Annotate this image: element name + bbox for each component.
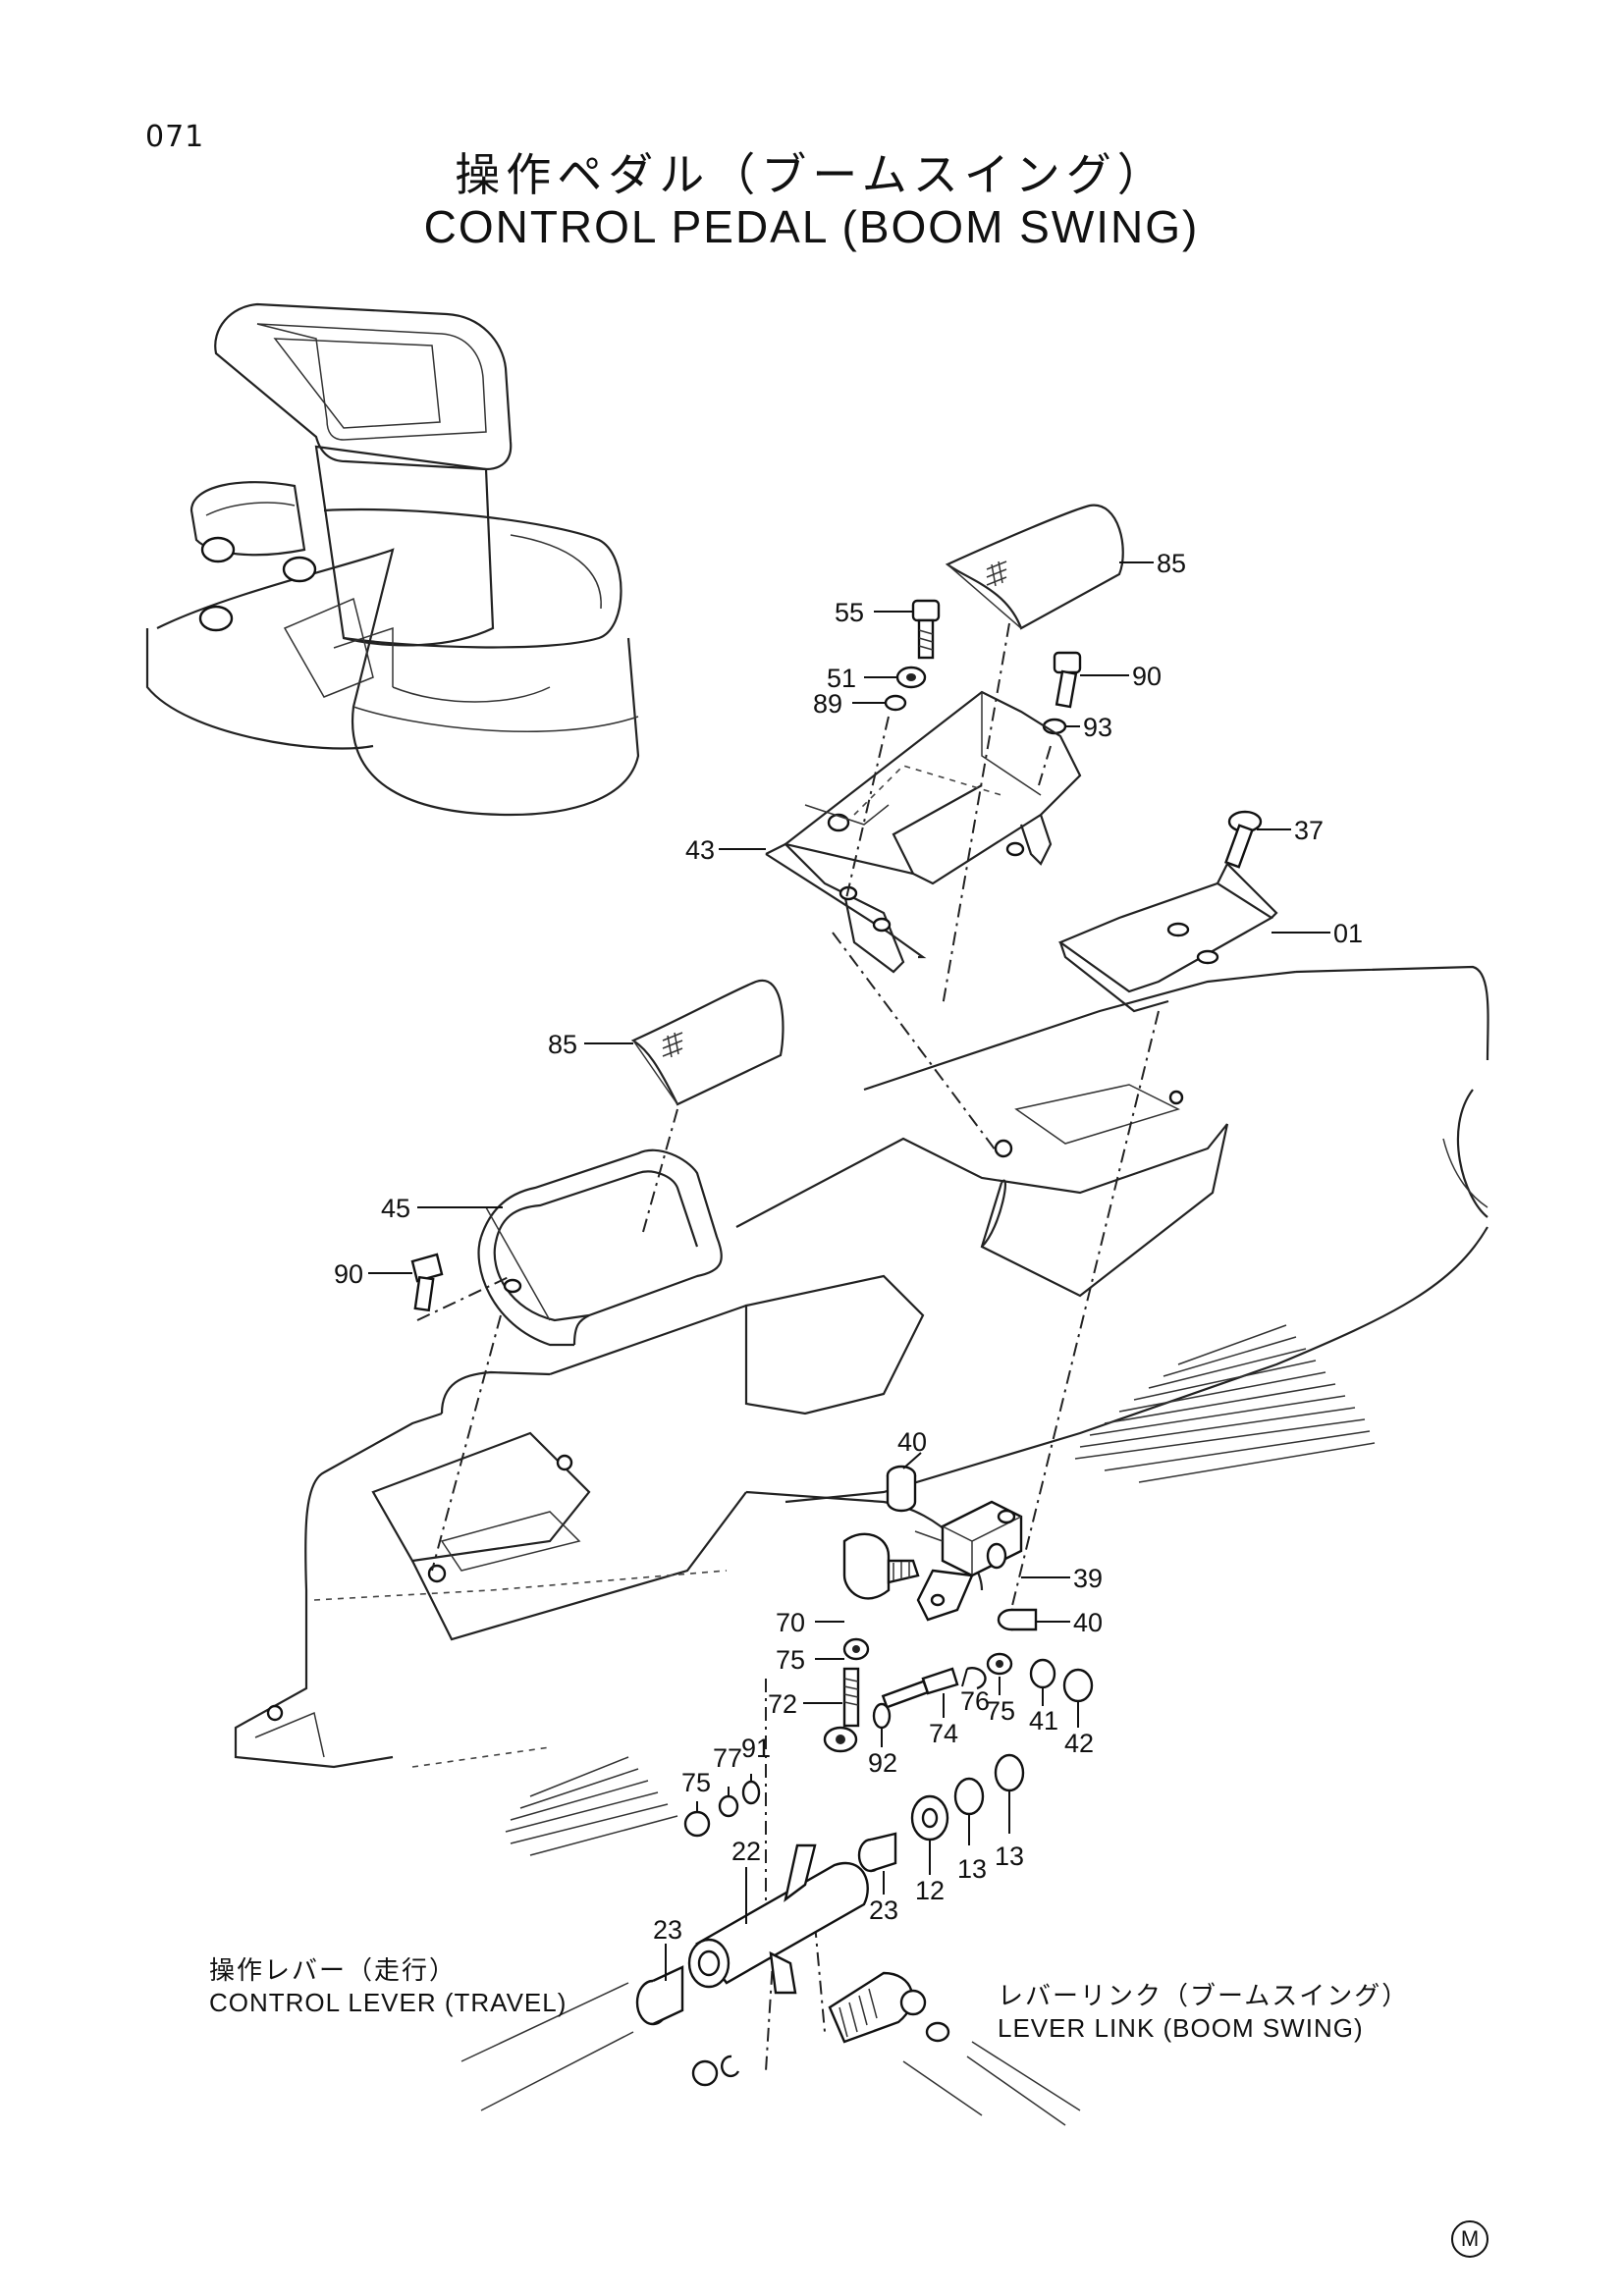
- washer-13-b: [994, 1753, 1025, 1792]
- callout-90-upper: 90: [1132, 662, 1162, 691]
- bushing-23-left: [635, 1965, 684, 2026]
- vent-grille-right: [1074, 1324, 1376, 1483]
- pin-22: [687, 1843, 869, 1995]
- ref-link-en: LEVER LINK (BOOM SWING): [998, 2013, 1364, 2043]
- clip-91: [741, 1780, 761, 1805]
- collar-40-lower: [997, 1608, 1038, 1631]
- bolt-55: [911, 599, 941, 660]
- plate-01: [1057, 862, 1278, 1013]
- washer-92: [872, 1702, 892, 1730]
- callout-51: 51: [827, 664, 856, 693]
- callout-75-upper: 75: [776, 1645, 805, 1675]
- callout-76: 76: [960, 1686, 990, 1716]
- clip-76: [966, 1667, 987, 1690]
- pedal-cover-85-top: [945, 504, 1124, 630]
- nut-washer-bottom: [691, 2055, 740, 2087]
- callout-42: 42: [1064, 1729, 1094, 1758]
- bolt-90-lower: [410, 1253, 444, 1312]
- bushing-23-right: [857, 1832, 897, 1873]
- callout-93: 93: [1083, 713, 1112, 742]
- swivel-70: [842, 1532, 920, 1600]
- nut-51: [895, 666, 927, 689]
- washer-41: [1029, 1658, 1056, 1689]
- vent-grille-left: [505, 1756, 678, 1856]
- title-japanese: 操作ペダル（ブームスイング）: [455, 148, 1168, 201]
- callout-70: 70: [776, 1608, 805, 1637]
- ref-label-lever-link: レバーリンク（ブームスイング） LEVER LINK (BOOM SWING): [998, 1981, 1409, 2044]
- callout-23-left: 23: [653, 1915, 682, 1945]
- washer-13-a: [953, 1777, 985, 1816]
- collar-40-upper: [886, 1465, 917, 1513]
- callout-89: 89: [813, 689, 842, 719]
- travel-lever-outline: [460, 1982, 983, 2116]
- lever-link-end: [828, 1971, 1081, 2126]
- bolt-74: [881, 1667, 959, 1709]
- operator-seat-illustration: [145, 302, 640, 817]
- bolt-90-upper: [1053, 651, 1082, 709]
- console-base-outline: [234, 965, 1489, 1769]
- callout-41: 41: [1029, 1706, 1058, 1735]
- callout-40-upper: 40: [897, 1427, 927, 1457]
- block-39: [914, 1500, 1023, 1622]
- nut-75-mid: [986, 1652, 1013, 1676]
- m-symbol: M: [1451, 2220, 1488, 2258]
- washer-93: [1042, 718, 1067, 735]
- ref-label-travel-lever: 操作レバー（走行） CONTROL LEVER (TRAVEL): [209, 1955, 567, 2018]
- ref-travel-en: CONTROL LEVER (TRAVEL): [209, 1988, 568, 2017]
- washer-12: [910, 1794, 949, 1842]
- callout-13-a: 13: [995, 1842, 1024, 1871]
- rod-end-72: [823, 1667, 860, 1753]
- nut-75-left: [683, 1810, 711, 1838]
- callout-01: 01: [1333, 919, 1363, 948]
- washer-77: [718, 1794, 739, 1818]
- callout-39: 39: [1073, 1564, 1103, 1593]
- callout-90-lower: 90: [334, 1259, 363, 1289]
- nut-75-upper: [842, 1637, 870, 1661]
- callout-55: 55: [835, 598, 864, 627]
- assembly-lines: [416, 622, 1160, 2072]
- callout-40-lower: 40: [1073, 1608, 1103, 1637]
- page-number: 071: [145, 120, 205, 154]
- bracket-43: [765, 690, 1082, 974]
- ref-link-jp: レバーリンク（ブームスイング）: [998, 1982, 1410, 2011]
- washer-89: [884, 694, 907, 712]
- callout-75-mid: 75: [986, 1696, 1015, 1726]
- leader-lines: [368, 561, 1330, 1981]
- title-english: CONTROL PEDAL (BOOM SWING): [423, 201, 1200, 252]
- ref-travel-jp: 操作レバー（走行）: [209, 1956, 458, 1986]
- callout-45: 45: [381, 1194, 410, 1223]
- callout-12: 12: [915, 1876, 945, 1905]
- callout-43: 43: [685, 835, 715, 865]
- callout-13-b: 13: [957, 1854, 987, 1884]
- callout-37: 37: [1294, 816, 1324, 845]
- callout-74: 74: [929, 1719, 958, 1748]
- callout-numbers: 85 55 51 89 90 93 43 37 01 85 45 90 40 3…: [334, 549, 1363, 1945]
- ring-42: [1062, 1668, 1094, 1703]
- callout-85-lower: 85: [548, 1030, 577, 1059]
- callout-22: 22: [731, 1837, 761, 1866]
- callout-72: 72: [768, 1689, 797, 1719]
- callout-92: 92: [868, 1748, 897, 1778]
- callout-75-left: 75: [681, 1768, 711, 1797]
- pedal-cover-85-lower: [630, 979, 784, 1106]
- callout-85-top: 85: [1157, 549, 1186, 578]
- pedal-45: [477, 1148, 723, 1347]
- callout-77: 77: [713, 1743, 742, 1773]
- bolt-37: [1224, 810, 1263, 869]
- callout-91: 91: [741, 1734, 771, 1763]
- callout-23-right: 23: [869, 1896, 898, 1925]
